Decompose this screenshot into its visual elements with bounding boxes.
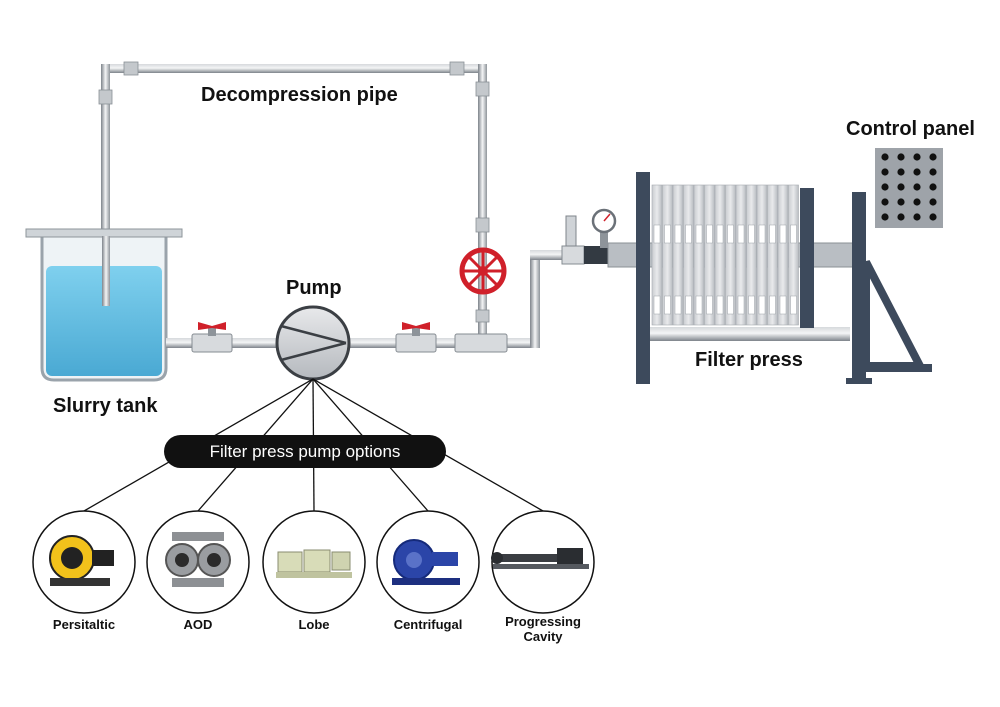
control-button (881, 183, 889, 191)
feed-pipe (166, 245, 632, 353)
filter-plate (704, 184, 715, 326)
control-button (929, 153, 937, 161)
pump-option-label: AOD (184, 617, 213, 632)
pump-option-label: Progressing (505, 614, 581, 629)
filter-press-label: Filter press (695, 349, 803, 371)
filter-plate (788, 184, 799, 326)
pump-option-label: Lobe (298, 617, 329, 632)
slurry-tank-label: Slurry tank (53, 395, 158, 417)
filter-plate (735, 184, 747, 326)
filter-plate (693, 184, 705, 326)
pump-label: Pump (286, 277, 342, 299)
control-button (929, 183, 937, 191)
centrifugal-pump-photo (392, 539, 460, 585)
filter-plate (714, 184, 726, 326)
control-button (881, 153, 889, 161)
control-button (881, 168, 889, 176)
filter-press (607, 172, 932, 384)
control-button (881, 198, 889, 206)
control-button (929, 168, 937, 176)
filter-plate (662, 184, 673, 326)
filter-plate (672, 184, 684, 326)
pump-option-label-line2: Cavity (523, 629, 563, 644)
control-button (913, 168, 921, 176)
aod-pump-photo (165, 532, 231, 587)
filter-plate (777, 184, 789, 326)
control-button (897, 183, 905, 191)
pump-option-0: Persitaltic (32, 510, 136, 632)
pump-option-2: Lobe (262, 510, 366, 632)
control-panel-label: Control panel (846, 118, 975, 140)
peristaltic-pump-photo (49, 535, 114, 586)
control-button (913, 198, 921, 206)
control-button (929, 198, 937, 206)
pump-icon (275, 305, 351, 381)
lobe-pump-photo (276, 549, 352, 578)
control-button (913, 213, 921, 221)
pump-options-pill: Filter press pump options (164, 435, 446, 468)
pump-option-3: Centrifugal (376, 510, 480, 632)
inlet-valve-icon (198, 322, 226, 336)
filter-plate (767, 184, 778, 326)
filter-plate (683, 184, 694, 326)
control-button (897, 213, 905, 221)
control-panel (875, 148, 943, 228)
decompression-pipe-label: Decompression pipe (201, 84, 398, 106)
slurry-tank (25, 228, 183, 382)
filter-plate (746, 184, 757, 326)
control-button (897, 198, 905, 206)
control-button (913, 183, 921, 191)
control-button (881, 213, 889, 221)
pump-option-label: Persitaltic (53, 617, 115, 632)
pressure-gauge-icon (565, 208, 617, 248)
control-button (897, 153, 905, 161)
pump-option-1: AOD (146, 510, 250, 632)
filter-plate (756, 184, 768, 326)
decompression-valve-icon (459, 247, 507, 295)
pump-option-label: Centrifugal (394, 617, 463, 632)
control-button (929, 213, 937, 221)
control-button (913, 153, 921, 161)
progressing-cavity-pump-photo (491, 548, 589, 569)
decompression-pipe (98, 61, 490, 339)
control-button (897, 168, 905, 176)
filter-plate (651, 184, 663, 326)
filter-plate (725, 184, 736, 326)
outlet-valve-icon (402, 322, 430, 336)
pump-options-title: Filter press pump options (210, 442, 401, 461)
